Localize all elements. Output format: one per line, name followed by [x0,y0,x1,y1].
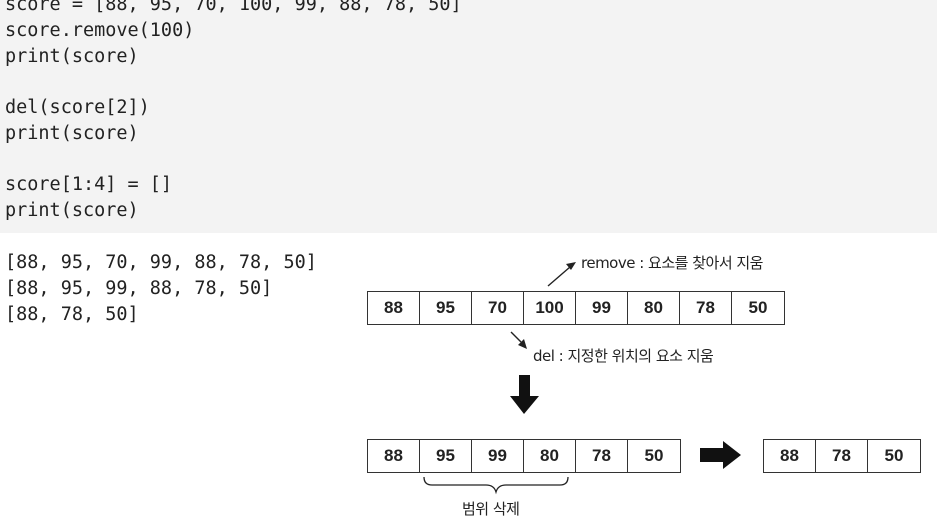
array-cell: 50 [748,298,768,317]
output-line: [88, 95, 99, 88, 78, 50] [5,278,273,299]
result-array: 88 78 50 [763,439,921,473]
array-cell: 95 [420,440,472,472]
original-array: 88 95 70 100 99 80 78 50 [367,291,785,325]
array-cell: 78 [680,292,732,324]
array-cell: 80 [628,292,680,324]
range-brace-icon [423,476,569,495]
output-line: [88, 95, 70, 99, 88, 78, 50] [5,252,317,273]
code-line: print(score) [5,123,139,144]
code-cell[interactable]: score = [88, 95, 70, 100, 99, 88, 78, 50… [0,0,937,233]
down-arrow-icon [510,375,539,414]
array-cell: 50 [884,446,904,465]
array-cell: 80 [524,440,576,472]
code-line: print(score) [5,46,139,67]
code-line: score.remove(100) [5,20,195,41]
range-note: 범위 삭제 [462,500,520,518]
array-cell: 78 [816,440,868,472]
array-cell: 70 [472,292,524,324]
code-line: del(score[2]) [5,97,150,118]
array-cell: 88 [368,292,420,324]
output-line: [88, 78, 50] [5,304,139,325]
remove-note: remove : 요소를 찾아서 지움 [581,254,764,272]
array-cell: 88 [764,440,816,472]
del-arrow-icon [510,331,527,349]
array-cell: 50 [644,446,664,465]
code-line: score[1:4] = [] [5,174,173,195]
del-note: del : 지정한 위치의 요소 지움 [533,347,714,365]
code-line: score = [88, 95, 70, 100, 99, 88, 78, 50… [5,0,462,15]
remove-arrow-icon [547,262,576,287]
array-cell: 99 [576,292,628,324]
array-cell: 78 [576,440,628,472]
code-line: print(score) [5,200,139,221]
array-cell: 88 [368,440,420,472]
right-arrow-icon [700,441,741,469]
array-cell: 99 [472,440,524,472]
array-cell: 95 [420,292,472,324]
array-cell: 100 [524,292,576,324]
after-delete-array: 88 95 99 80 78 50 [367,439,681,473]
